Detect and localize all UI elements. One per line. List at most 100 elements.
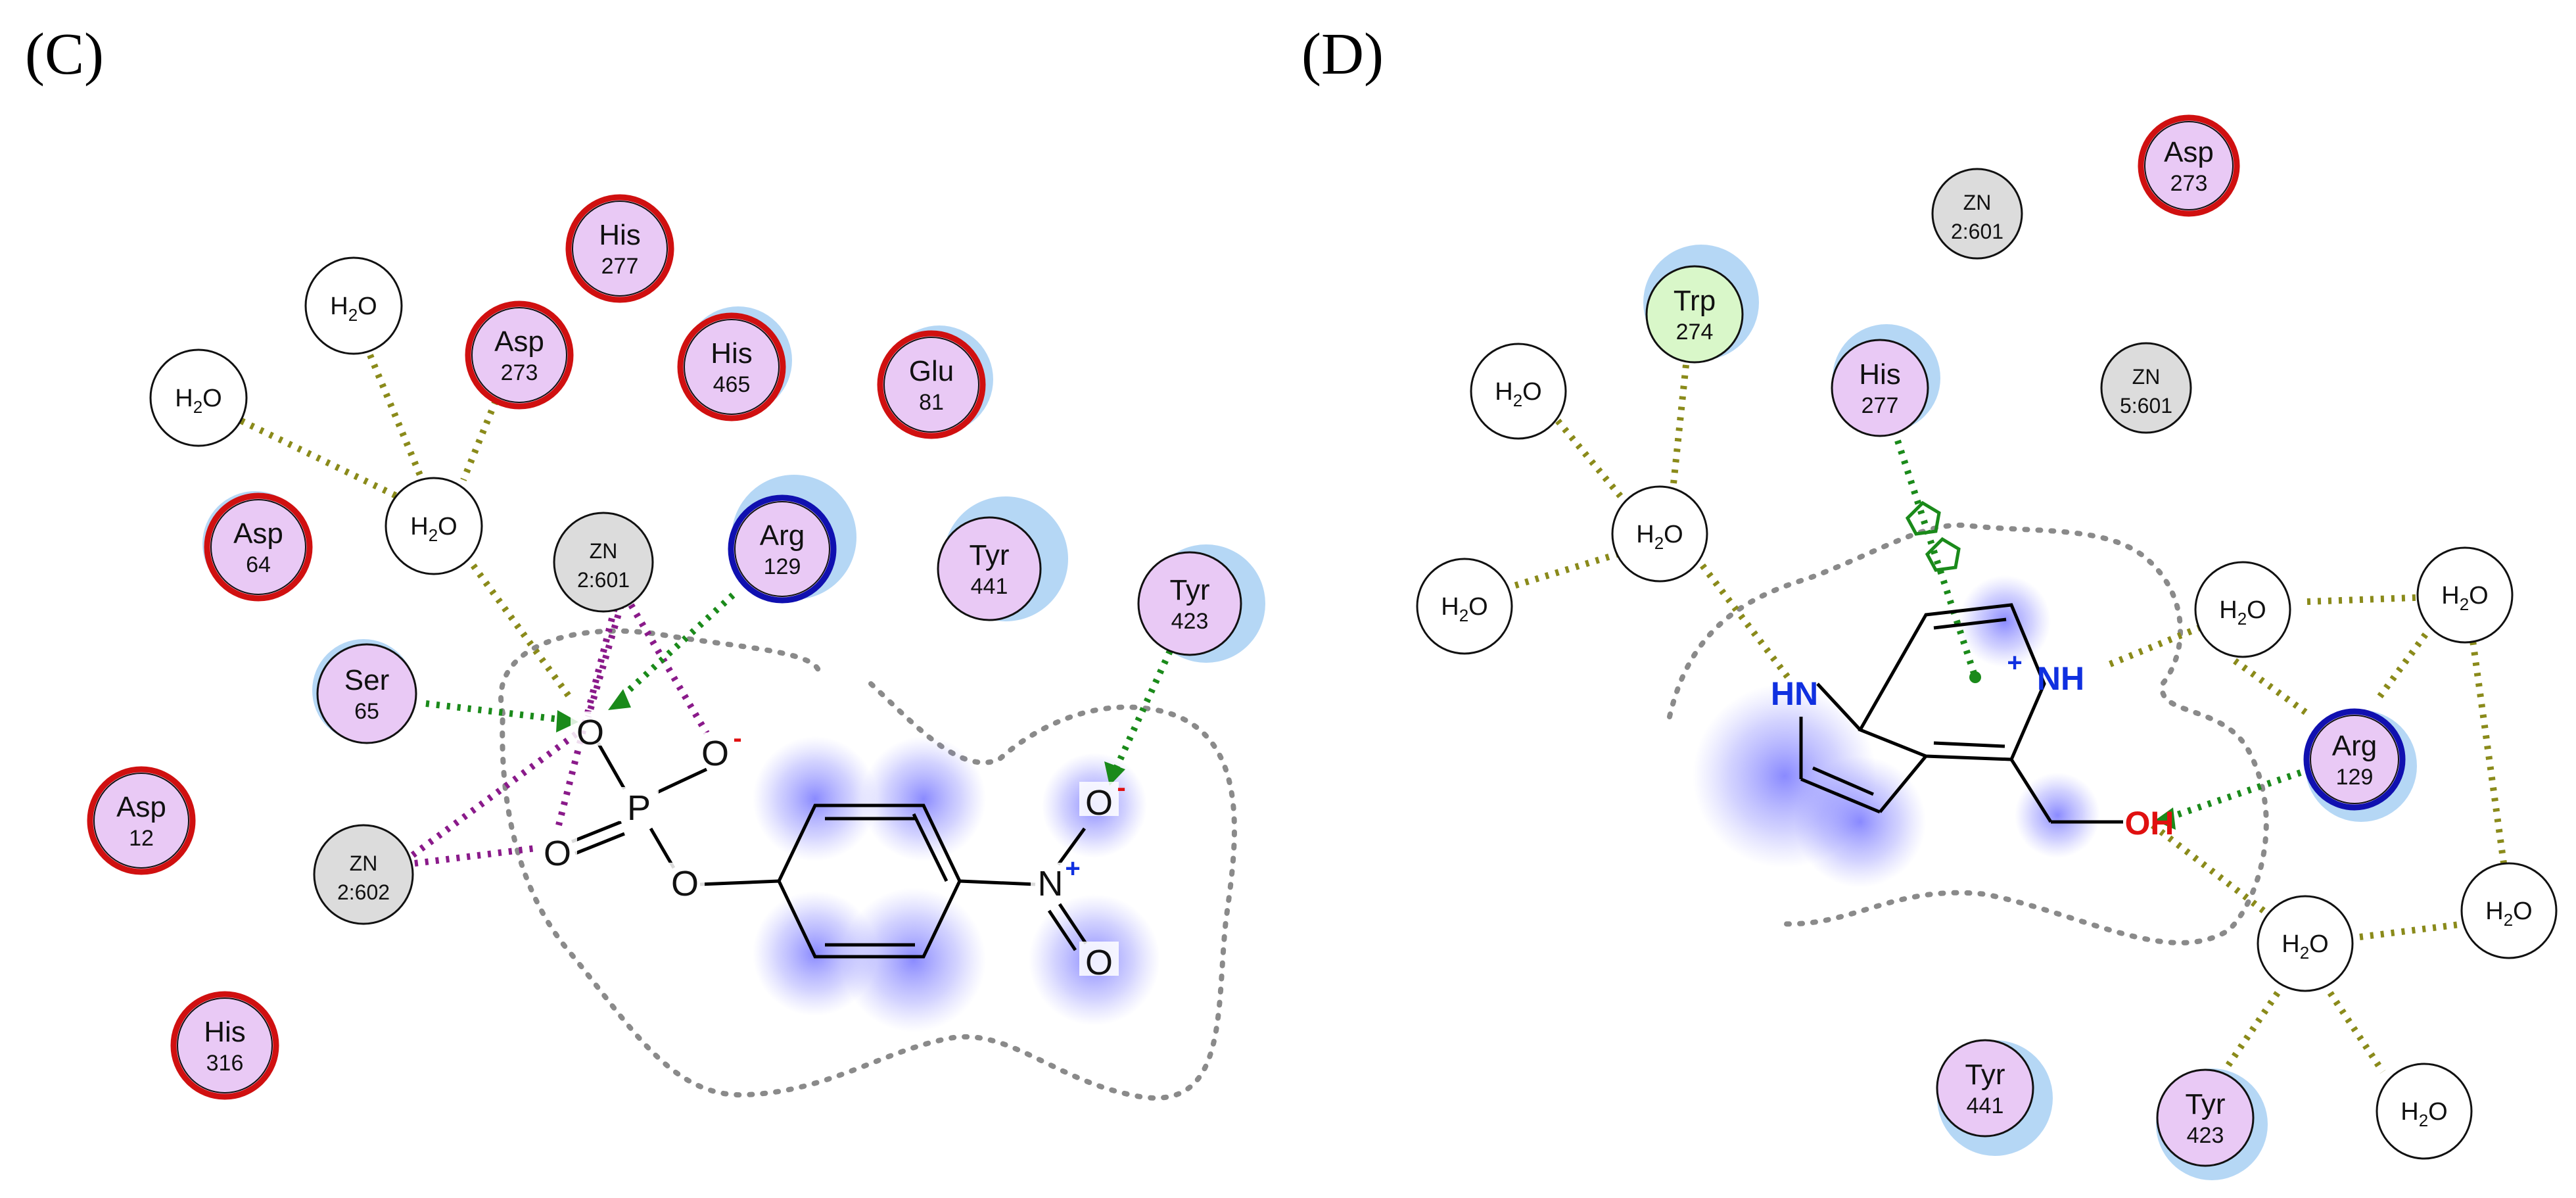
residue-name: His [1859,358,1901,391]
residue-disc [677,312,786,421]
atom-c-n-nitro: N+ [1031,854,1081,903]
bond [1933,741,2005,748]
residue-number: 65 [354,699,379,724]
residue-number: 441 [971,574,1008,599]
residue-name: Arg [2332,730,2377,762]
residue-d-h2o-4: H2O [2194,561,2291,658]
residue-d-h2o-1: H2O [1470,343,1567,440]
residue-inner-ring [210,499,306,595]
contact-line [2307,594,2433,605]
residue-d-h2o-2: H2O [1611,485,1708,583]
ligand-bonds [1799,603,2123,824]
water-label: H2O [2219,596,2266,629]
atom-c-o-ester: O [665,863,705,903]
residue-inner-ring [684,319,780,415]
atom-knockout [695,732,735,767]
bond [1933,617,2007,630]
pi-centroid [1969,671,1981,683]
atom-c-p: P [619,787,659,828]
hbond-line [615,592,736,703]
water-label: H2O [2400,1098,2447,1130]
bond [571,820,622,844]
atom-glow [1794,756,1926,888]
contact-line [239,418,406,503]
residue-number: 274 [1676,320,1714,345]
residue-disc [304,256,403,355]
residue-number: 423 [2187,1123,2224,1148]
residue-name: ZN [2132,365,2161,389]
residue-number: 2:601 [1951,220,2003,243]
bond [959,879,1036,886]
residue-disc [1611,485,1708,583]
residue-disc [1470,343,1567,440]
residue-disc [204,492,313,602]
bond [1056,827,1087,866]
pocket-outline [1667,522,2269,946]
residue-number: 129 [764,554,801,579]
water-label: H2O [410,513,457,545]
residue-d-h2o-3: H2O [1416,558,1513,655]
contact-line [1670,364,1689,491]
bond [574,832,625,855]
bond [1816,683,1862,731]
residue-disc [170,991,279,1100]
hbond-arrowheads [1969,671,2176,830]
residue-disc [1645,265,1744,364]
contact-line [2359,921,2466,940]
ligand-bonds [571,742,1088,959]
residue-name: Tyr [969,539,1009,571]
residue-disc [465,300,574,410]
bond [1800,777,1881,814]
hbond-lines [425,592,1173,775]
residue-disc [1416,558,1513,655]
atom-d-nh-pyridinium: NH+ [2007,648,2084,697]
bond [1047,909,1077,951]
water-contact-lines [1504,364,2508,1074]
residue-disc [149,348,248,447]
residue-number: 12 [129,826,154,851]
residue-name: Asp [233,517,283,550]
atom-knockout [665,863,705,897]
contact-line [585,604,624,718]
residue-disc [2460,862,2558,959]
contact-line [460,390,503,481]
residue-disc [728,494,837,604]
water-contact-lines [239,354,575,702]
hbond-line [425,700,566,723]
residue-inner-ring [93,773,189,869]
residue-number: 273 [501,360,538,385]
residue-inner-ring [2310,715,2399,804]
residue-name: His [711,337,753,370]
atom-symbol: NH [2037,660,2084,697]
panel-label: (C) [25,22,104,87]
atom-knockout [1079,782,1119,816]
atom-d-nh-pyrrole: HN [1771,675,1818,712]
atom-symbol: HN [1771,675,1818,712]
atom-glow [2015,773,2100,858]
contact-line [1700,563,1791,680]
residue-d-zn-601: ZN2:601 [1931,168,2023,260]
atom-symbol: O [544,834,571,873]
water-label: H2O [1441,593,1487,625]
atom-c-o-double: O [538,832,577,873]
water-label: H2O [330,293,377,325]
residue-c-h2o-3: H2O [385,477,483,575]
bond [1812,766,1874,796]
arrowhead [608,689,631,710]
contact-line [1555,418,1631,509]
residue-name: Tyr [1965,1059,2005,1091]
water-label: H2O [1495,378,1541,410]
arrowhead [1104,761,1125,786]
pentagon [1925,537,1961,572]
residue-number: 277 [601,254,639,279]
bond [912,813,948,882]
residue-d-h2o-6: H2O [2460,862,2558,959]
bond [2009,758,2053,823]
